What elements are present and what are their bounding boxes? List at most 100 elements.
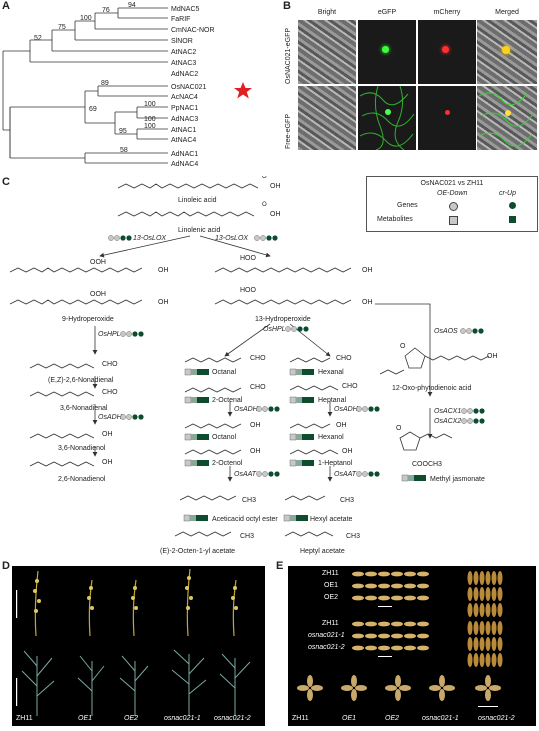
bootstrap-value: 100 bbox=[144, 123, 156, 130]
chem-label: OH bbox=[487, 353, 498, 360]
legend-title: OsNAC021 vs ZH11 bbox=[420, 180, 484, 187]
genotype-label: ZH11 bbox=[16, 715, 33, 722]
gene-label: 13-OsLOX bbox=[215, 235, 248, 242]
gene-label: OsADH bbox=[234, 406, 259, 413]
compound-label: (E)-2-Octen-1-yl acetate bbox=[160, 548, 235, 555]
taxon-label: AdNAC4 bbox=[171, 161, 198, 168]
chem-label: HOO bbox=[240, 287, 257, 294]
genotype-label: OE2 bbox=[385, 715, 400, 722]
chem-label: OOH bbox=[90, 259, 106, 266]
egfp-image bbox=[358, 86, 416, 150]
genotype-label: OE1 bbox=[324, 582, 339, 589]
bootstrap-value: 76 bbox=[102, 7, 110, 14]
chem-label: O bbox=[396, 425, 402, 432]
chem-label: O bbox=[400, 343, 406, 350]
gene-label: 13-OsLOX bbox=[133, 235, 166, 242]
genotype-label: ZH11 bbox=[322, 570, 339, 577]
genotype-label: osnac021-1 bbox=[422, 715, 459, 722]
legend-metabolite-down-icon bbox=[449, 216, 458, 225]
taxon-label: AdNAC1 bbox=[171, 151, 198, 158]
chem-label: OH bbox=[336, 422, 347, 429]
chem-label: COOCH3 bbox=[412, 461, 442, 468]
taxon-label: FaRIF bbox=[171, 16, 190, 23]
chem-label: OH bbox=[270, 183, 281, 190]
taxon-label: AcNAC4 bbox=[171, 94, 198, 101]
legend-metabolite-up-icon bbox=[509, 216, 516, 223]
legend-gene-down-icon bbox=[449, 202, 458, 211]
compound-label: Heptyl acetate bbox=[300, 548, 345, 555]
compound-label: Octanal bbox=[212, 369, 237, 376]
bootstrap-value: 100 bbox=[144, 101, 156, 108]
compound-label: Hexyl acetate bbox=[310, 516, 353, 523]
taxon-label: OsNAC021 bbox=[171, 84, 207, 91]
bright-field-image bbox=[298, 20, 356, 84]
panel-a-letter: A bbox=[2, 0, 10, 12]
chem-label: OH bbox=[102, 459, 113, 466]
bootstrap-value: 52 bbox=[34, 35, 42, 42]
genotype-label: osnac021-2 bbox=[308, 644, 345, 651]
row-label: OsNAC021-eGFP bbox=[285, 27, 292, 84]
bootstrap-value: 100 bbox=[144, 116, 156, 123]
merged-image bbox=[477, 20, 537, 84]
chem-label: OH bbox=[158, 267, 169, 274]
compound-label: 2-Octenol bbox=[212, 460, 243, 467]
gene-label: OsADH bbox=[334, 406, 359, 413]
compound-label: 9-Hydroperoxide bbox=[62, 316, 114, 323]
bright-field-image bbox=[298, 86, 356, 150]
pathway-diagram: OH O Linoleic acid OH O Linolenic acid 1… bbox=[9, 176, 498, 555]
legend-gene-up-icon bbox=[509, 202, 516, 209]
genotype-label: ZH11 bbox=[322, 620, 339, 627]
compound-label: 3,6-Nonadienol bbox=[58, 445, 106, 452]
legend-col-label: cr-Up bbox=[499, 190, 516, 197]
compound-label: Aceticacid octyl ester bbox=[212, 516, 278, 523]
svg-text:O: O bbox=[262, 176, 267, 180]
genotype-label: OE2 bbox=[324, 594, 339, 601]
compound-label: Hexanol bbox=[318, 434, 344, 441]
chem-label: CH3 bbox=[346, 533, 360, 540]
taxon-label: PpNAC1 bbox=[171, 105, 198, 112]
chem-label: CH3 bbox=[340, 497, 354, 504]
genotype-label: OE1 bbox=[342, 715, 357, 722]
chem-label: CHO bbox=[250, 355, 266, 362]
taxa-labels: MdNAC5 FaRIF CmNAC-NOR SlNOR AtNAC2 AtNA… bbox=[171, 6, 215, 168]
chem-label: CH3 bbox=[240, 533, 254, 540]
egfp-image bbox=[358, 20, 416, 84]
taxon-label: AdNAC2 bbox=[171, 71, 198, 78]
taxon-label: AtNAC4 bbox=[171, 137, 196, 144]
chem-label: CHO bbox=[342, 383, 358, 390]
compound-label: 3,6-Nonadienal bbox=[60, 405, 108, 412]
phylogenetic-tree: MdNAC5 FaRIF CmNAC-NOR SlNOR AtNAC2 AtNA… bbox=[2, 2, 252, 168]
bootstrap-value: 75 bbox=[58, 24, 66, 31]
compound-label: Linoleic acid bbox=[178, 197, 217, 204]
taxon-label: CmNAC-NOR bbox=[171, 27, 215, 34]
row-label: Free-eGFP bbox=[285, 113, 292, 149]
genotype-label: OE2 bbox=[124, 715, 139, 722]
chem-label: CHO bbox=[250, 384, 266, 391]
taxon-label: AtNAC2 bbox=[171, 49, 196, 56]
taxon-label: SlNOR bbox=[171, 38, 193, 45]
chem-label: OH bbox=[102, 431, 113, 438]
column-header: mCherry bbox=[433, 9, 461, 16]
genotype-label: osnac021-1 bbox=[164, 715, 201, 722]
chem-label: OOH bbox=[90, 291, 106, 298]
grain-photo: ZH11 OE1 OE2 ZH11 osnac021-1 osnac021-2 … bbox=[288, 566, 536, 726]
chem-label: OH bbox=[250, 422, 261, 429]
legend-row-label: Metabolites bbox=[377, 216, 413, 223]
compound-label: (E,Z)-2,6-Nonadienal bbox=[48, 377, 114, 384]
bootstrap-value: 100 bbox=[80, 15, 92, 22]
chem-label: CHO bbox=[102, 389, 118, 396]
bootstrap-value: 69 bbox=[89, 106, 97, 113]
mcherry-image bbox=[418, 86, 476, 150]
chem-label: OH bbox=[250, 448, 261, 455]
compound-label: 12-Oxo-phytodienoic acid bbox=[392, 385, 471, 392]
gene-label: OsADH bbox=[98, 414, 123, 421]
chem-label: OH bbox=[270, 211, 281, 218]
bootstrap-value: 95 bbox=[119, 128, 127, 135]
compound-label: Methyl jasmonate bbox=[430, 476, 485, 483]
chem-label: CHO bbox=[336, 355, 352, 362]
column-header: eGFP bbox=[377, 9, 397, 16]
legend-col-label: OE-Down bbox=[437, 190, 468, 197]
bootstrap-value: 94 bbox=[128, 2, 136, 9]
panel-d-letter: D bbox=[2, 560, 10, 572]
compound-label: Heptanal bbox=[318, 397, 346, 404]
